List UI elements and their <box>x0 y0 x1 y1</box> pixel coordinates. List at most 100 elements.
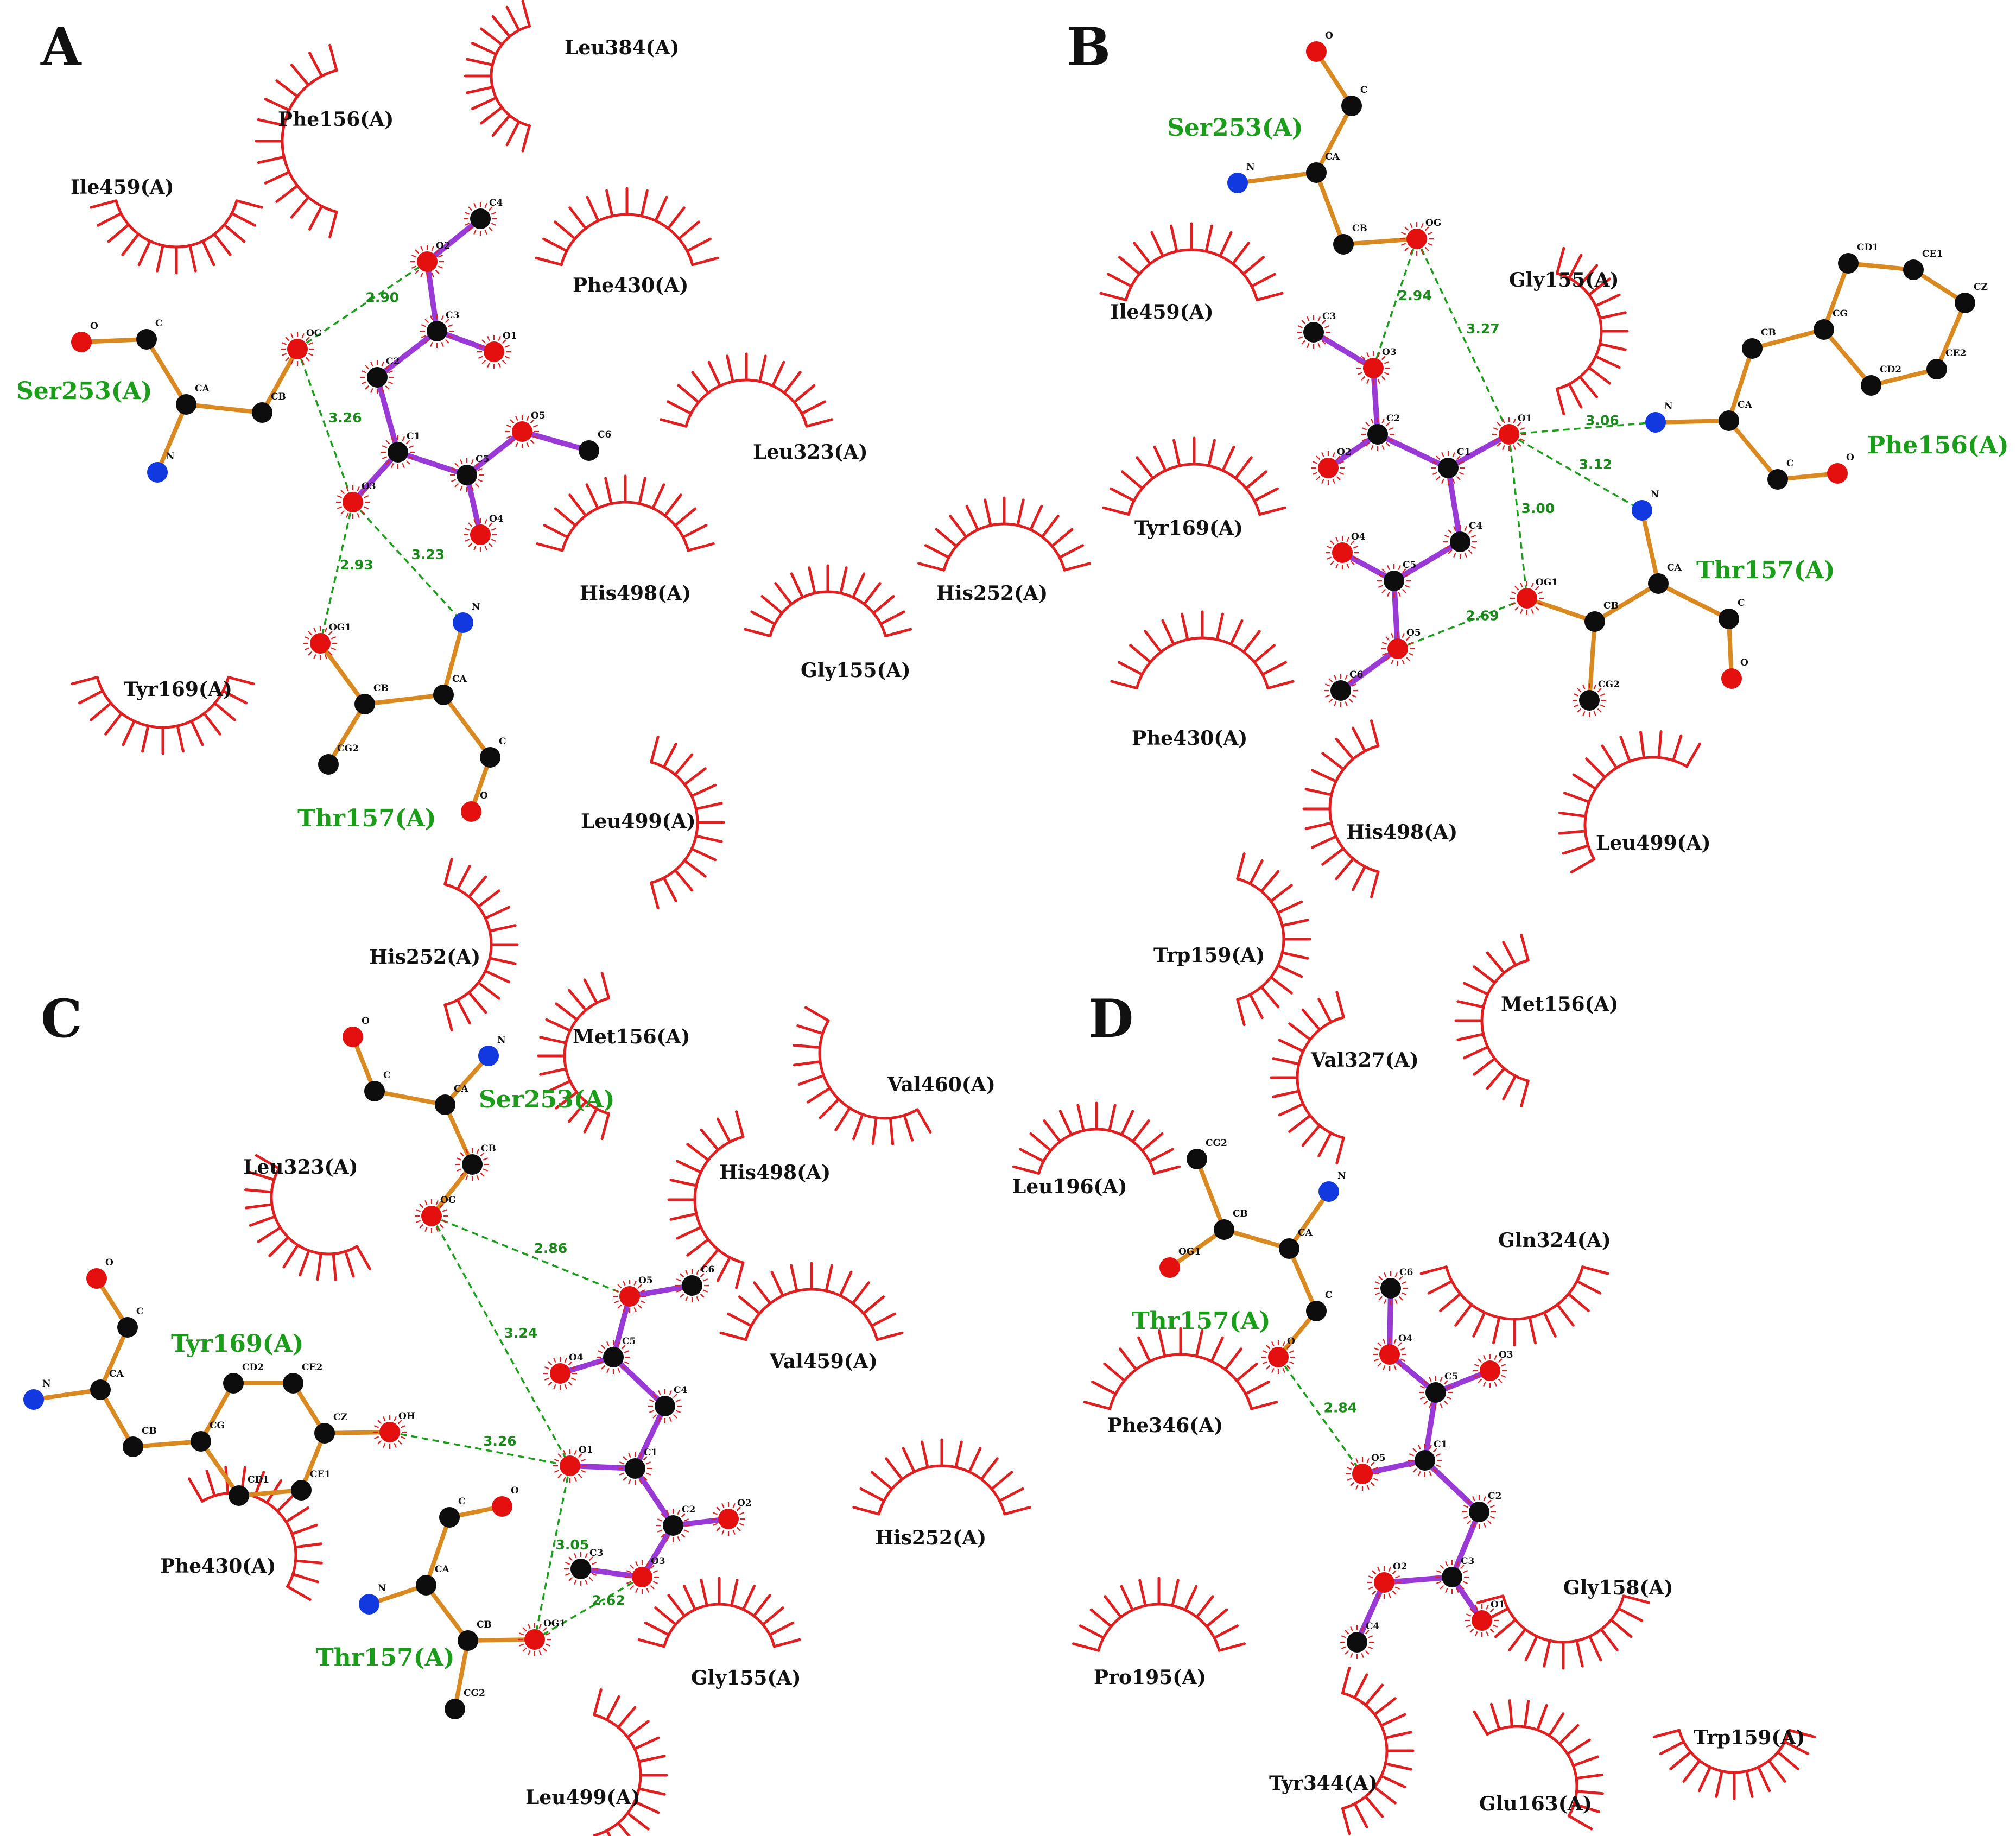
hydrophobic-lash <box>902 1447 916 1473</box>
hydrophobic-lash <box>1536 1704 1548 1732</box>
hydrophobic-lash <box>1548 1712 1565 1737</box>
hydrophobic-lash <box>604 477 613 505</box>
atom-contact-halo <box>473 545 477 551</box>
atom-contact-halo <box>337 506 343 509</box>
atom-contact-halo <box>435 269 440 274</box>
atom-contact-halo <box>1456 1587 1459 1593</box>
hydrophobic-lash <box>650 881 660 909</box>
atom-o <box>281 332 314 366</box>
atom-contact-halo <box>588 1577 593 1581</box>
hydrophobic-lash <box>640 189 649 218</box>
hydrophobic-residue-label: Gln324(A) <box>1498 1229 1611 1252</box>
atom-c <box>618 1452 652 1485</box>
atom-sphere <box>632 1567 652 1587</box>
atom-sphere <box>1861 375 1881 396</box>
hydrophobic-lash <box>1103 1362 1126 1382</box>
ligand-bond <box>375 328 440 380</box>
atom-contact-halo <box>623 1456 627 1461</box>
hydrophobic-lash <box>662 742 677 769</box>
atom-contact-halo <box>1392 1590 1397 1595</box>
atom-contact-halo <box>460 1172 465 1177</box>
atom-sphere <box>1442 1567 1462 1587</box>
atom-contact-halo <box>565 1562 570 1565</box>
panel-D-hbonds <box>1277 1356 1364 1475</box>
atom-contact-halo <box>1448 529 1453 534</box>
hydrophobic-lash <box>1229 619 1244 646</box>
hydrophobic-lash <box>917 562 946 572</box>
hydrophobic-lash <box>505 120 521 147</box>
atom-contact-halo <box>290 359 294 365</box>
atom-contact-halo <box>464 528 470 531</box>
atom-contact-halo <box>1266 1345 1271 1350</box>
atom-o <box>464 518 497 552</box>
hydrogen-bond <box>431 1215 630 1297</box>
atom-label: N <box>1246 162 1255 173</box>
atom-label: CD2 <box>1880 364 1901 375</box>
atom-contact-halo <box>304 636 310 640</box>
hydrophobic-lash <box>555 1002 579 1021</box>
ligand-bond <box>395 449 470 478</box>
atom-label: CG2 <box>337 743 359 754</box>
atom-sphere <box>416 1575 436 1596</box>
hbond-distance-label: 2.90 <box>366 290 400 306</box>
atom-contact-halo <box>721 1529 725 1535</box>
atom-contact-halo <box>702 1278 708 1282</box>
atom-label: O <box>90 321 98 332</box>
hydrophobic-lash <box>1745 1770 1754 1798</box>
atom-contact-halo <box>506 425 512 428</box>
atom-c <box>675 1269 709 1302</box>
hydrophobic-lash <box>637 1638 666 1648</box>
atom-contact-halo <box>1328 678 1333 683</box>
atom-contact-halo <box>1366 1484 1370 1490</box>
atom-sphere <box>367 367 388 388</box>
atom-contact-halo <box>305 357 310 362</box>
hydrophobic-lash <box>328 210 338 239</box>
hbond-residue-label: Thr157(A) <box>1696 556 1835 584</box>
atom-contact-halo <box>1378 1296 1383 1301</box>
atom-label: C5 <box>622 1336 636 1347</box>
hydrophobic-lash <box>484 970 511 984</box>
atom-label: O2 <box>436 240 451 251</box>
atom-contact-halo <box>652 1581 658 1584</box>
hydrophobic-lash <box>248 1170 276 1181</box>
atom-contact-halo <box>545 1643 551 1647</box>
hydrophobic-lash <box>316 1252 322 1281</box>
atom-contact-halo <box>563 1449 566 1455</box>
residue-bond <box>98 1325 130 1392</box>
atom-contact-halo <box>580 1459 586 1462</box>
hydrophobic-lash <box>1486 1067 1506 1090</box>
atom-contact-halo <box>1427 232 1433 235</box>
atom-o <box>712 1502 745 1536</box>
hydrophobic-lash <box>669 1212 698 1221</box>
panel-C-hydrophobic <box>188 971 1031 1836</box>
atom-o <box>1311 451 1345 485</box>
atom-contact-halo <box>736 1527 741 1531</box>
atom-contact-halo <box>1384 1272 1387 1278</box>
hydrophobic-lash <box>1341 1666 1351 1695</box>
atom-label: CB <box>373 683 389 694</box>
hydrophobic-lash <box>264 170 291 185</box>
panel-label: A <box>40 16 82 78</box>
atom-sphere <box>1406 229 1427 249</box>
hydrophobic-lash <box>104 712 123 736</box>
atom-contact-halo <box>1432 1448 1437 1453</box>
atom-contact-halo <box>606 1367 610 1373</box>
atom-contact-halo <box>1393 1338 1397 1344</box>
atom-contact-halo <box>1312 472 1318 475</box>
atom-contact-halo <box>700 1273 705 1278</box>
atom-sphere <box>1645 412 1666 433</box>
hydrophobic-arc <box>464 0 531 153</box>
atom-c <box>123 1436 143 1457</box>
panel-A-hbonds <box>296 261 464 644</box>
atom-contact-halo <box>1535 586 1539 591</box>
atom-contact-halo <box>1573 704 1579 707</box>
atom-contact-halo <box>1489 1608 1494 1613</box>
hydrophobic-lash <box>644 1621 670 1637</box>
hydrophobic-lash <box>839 566 848 595</box>
atom-contact-halo <box>685 1296 688 1302</box>
atom-contact-halo <box>1429 1376 1432 1382</box>
atom-label: CA <box>1298 1227 1313 1238</box>
hydrophobic-lash <box>332 1252 337 1281</box>
atom-contact-halo <box>1289 1361 1295 1364</box>
hydrophobic-lash <box>188 244 197 273</box>
